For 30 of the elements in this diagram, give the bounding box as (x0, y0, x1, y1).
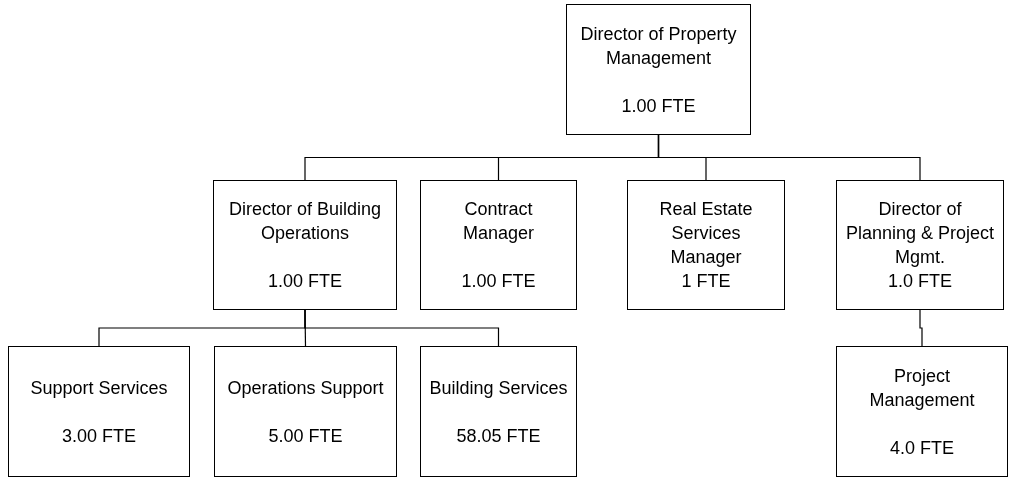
fte-count: 1.00 FTE (268, 270, 342, 293)
position-title: Contract Manager (461, 198, 535, 245)
connector-line (919, 309, 923, 347)
position-title: Operations Support (227, 376, 384, 400)
position-box (420, 346, 577, 477)
connector-line (657, 134, 921, 181)
fte-count: 3.00 FTE (62, 424, 136, 448)
fte-count: 58.05 FTE (456, 424, 541, 448)
position-box (420, 180, 577, 310)
position-title: Project Management (868, 364, 976, 412)
fte-count: 1 FTE (681, 270, 731, 293)
fte-count: 1.00 FTE (621, 94, 696, 118)
position-box (214, 346, 397, 477)
fte-count: 5.00 FTE (268, 424, 343, 448)
position-title: Building Services (429, 376, 568, 400)
position-title: Director of Property Management (579, 22, 738, 70)
fte-count: 1.00 FTE (461, 270, 536, 293)
fte-count: 1.0 FTE (888, 270, 952, 293)
position-box (213, 180, 397, 310)
position-box (8, 346, 190, 477)
position-box (836, 180, 1004, 310)
position-title: Director of Planning & Project Mgmt. (844, 198, 996, 269)
fte-count: 4.0 FTE (890, 436, 954, 460)
position-title: Support Services (30, 376, 168, 400)
position-title: Real Estate Services Manager (658, 198, 754, 269)
connector-line (304, 309, 500, 347)
position-box (627, 180, 785, 310)
position-title: Director of Building Operations (227, 198, 383, 245)
position-box (836, 346, 1008, 477)
position-box (566, 4, 751, 135)
